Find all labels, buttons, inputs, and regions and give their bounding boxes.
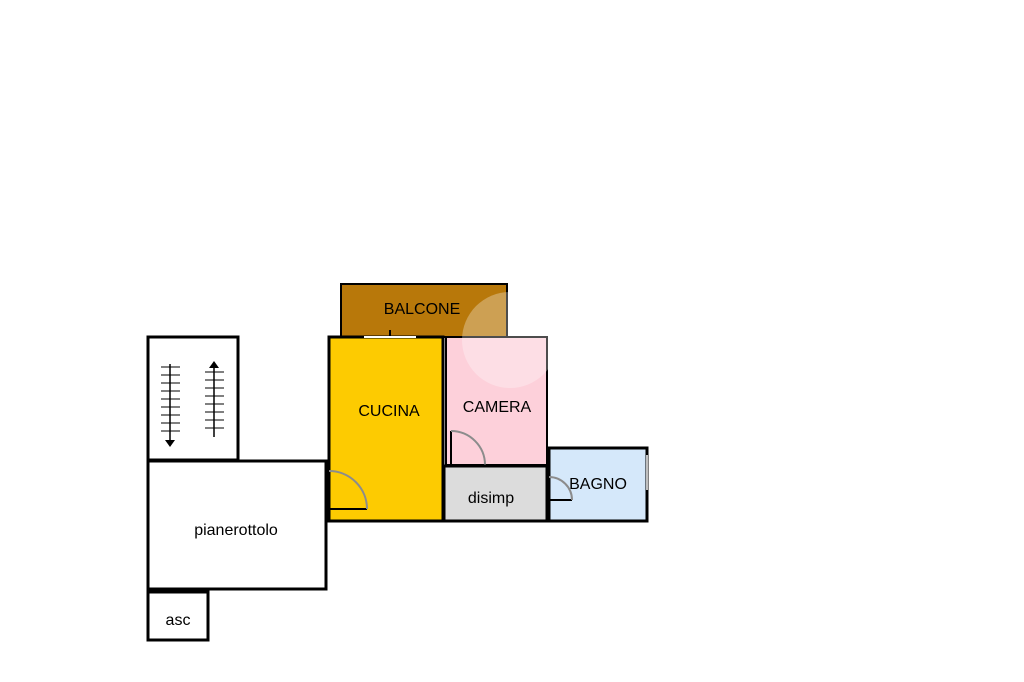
room-cucina-area <box>327 335 445 523</box>
stairwell <box>146 335 240 462</box>
stairs-up-arrow-icon <box>205 361 224 437</box>
cucina-entry-door <box>328 470 368 510</box>
room-pianerottolo-area <box>146 459 328 591</box>
room-disimp: disimp <box>442 464 549 523</box>
stairs-down-arrow-icon <box>161 364 180 447</box>
room-balcone-label: BALCONE <box>384 301 460 318</box>
room-pianerottolo-label: pianerottolo <box>194 522 278 539</box>
room-bagno: BAGNO <box>547 446 649 523</box>
watermark-circle <box>462 292 558 388</box>
room-asc-label: asc <box>166 612 191 629</box>
room-balcone-area <box>340 283 508 338</box>
room-cucina: CUCINA <box>327 335 445 523</box>
room-cucina-label: CUCINA <box>358 403 420 420</box>
room-disimp-area <box>442 464 549 523</box>
room-balcone: BALCONE <box>340 283 508 346</box>
room-bagno-label: BAGNO <box>569 476 627 493</box>
room-pianerottolo: pianerottolo <box>146 459 328 591</box>
bagno-door <box>548 476 573 501</box>
camera-door <box>450 430 486 466</box>
room-disimp-label: disimp <box>468 490 514 507</box>
room-asc: asc <box>146 590 210 642</box>
room-asc-area <box>146 590 210 642</box>
room-camera-area <box>445 336 548 466</box>
room-camera: CAMERA <box>445 336 548 466</box>
room-camera-label: CAMERA <box>463 399 532 416</box>
